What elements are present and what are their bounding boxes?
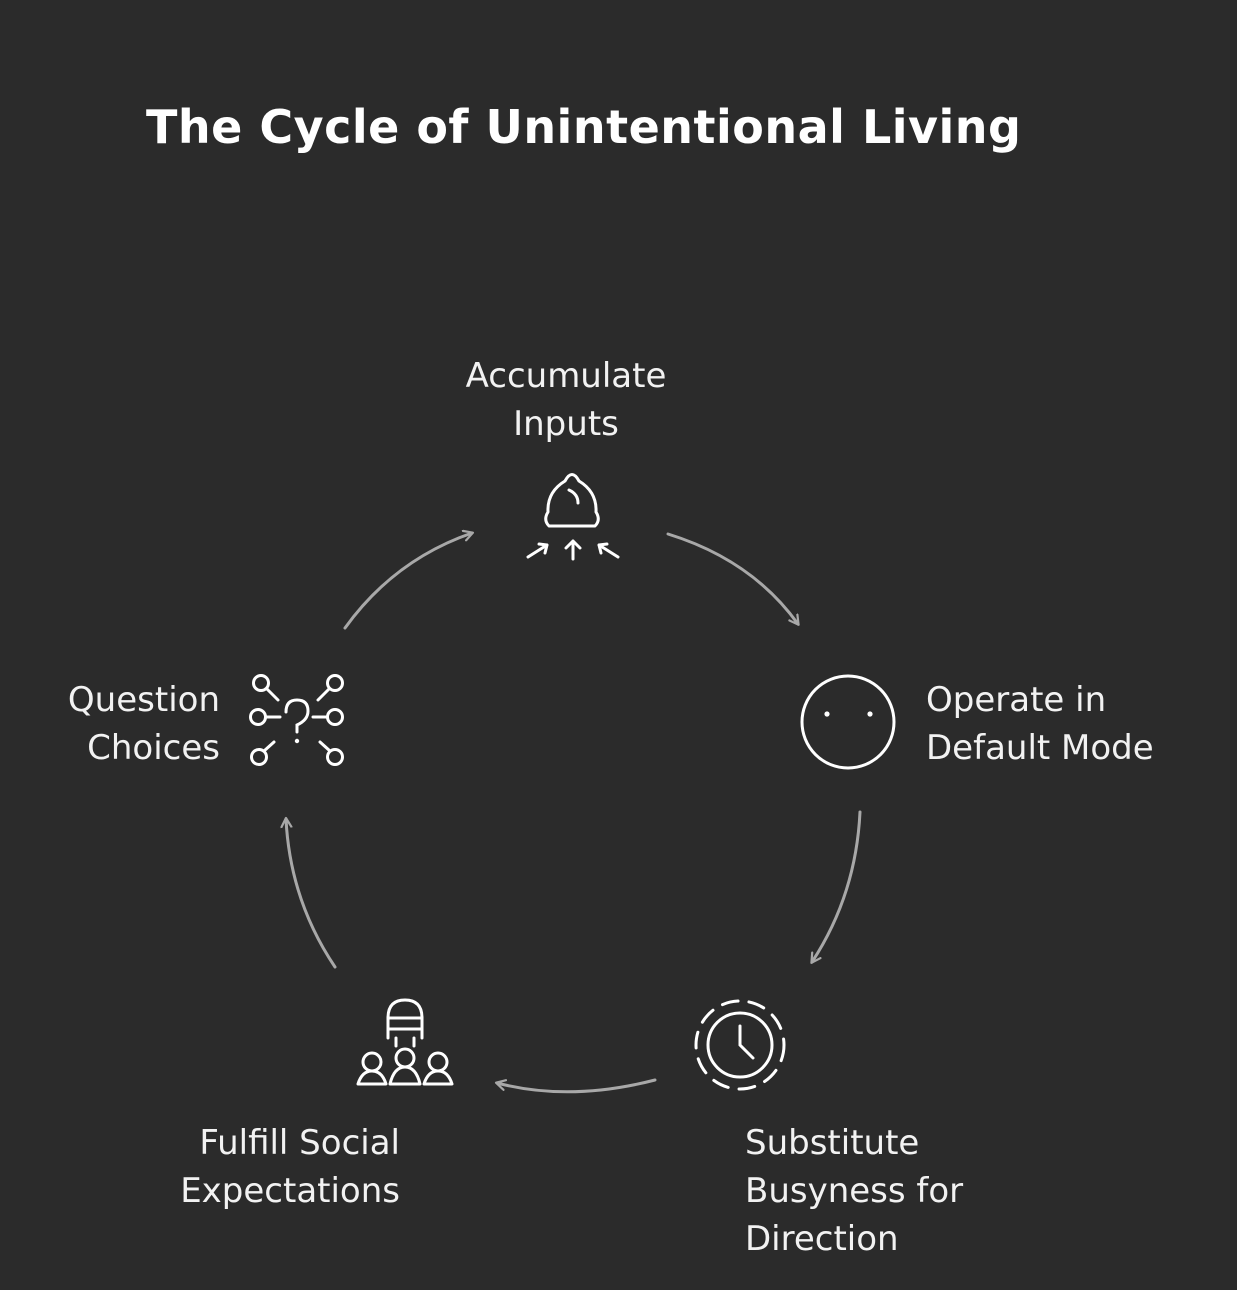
page-title: The Cycle of Unintentional Living <box>146 100 1022 154</box>
group-people-icon <box>356 998 454 1086</box>
sack-with-incoming-arrows-icon <box>526 473 620 561</box>
step-label-line: Direction <box>745 1219 899 1259</box>
step-label-line: Operate in <box>926 680 1107 720</box>
step-label-line: Accumulate <box>465 356 667 396</box>
neutral-face-icon <box>800 674 896 770</box>
clock-icon <box>694 999 786 1091</box>
arrow-fulfill-to-question <box>286 819 337 969</box>
step-label-fulfill-social-expectations: Fulfill Social Expectations <box>120 1119 400 1215</box>
arrow-question-to-accumulate <box>343 533 472 630</box>
step-label-line: Choices <box>87 728 220 768</box>
step-label-line: Busyness for <box>745 1171 964 1211</box>
step-label-accumulate-inputs: Accumulate Inputs <box>416 352 716 448</box>
step-label-line: Inputs <box>513 404 619 444</box>
step-label-line: Default Mode <box>926 728 1154 768</box>
step-label-line: Fulfill Social <box>199 1123 400 1163</box>
step-label-line: Expectations <box>180 1171 400 1211</box>
step-label-operate-default-mode: Operate in Default Mode <box>926 676 1216 772</box>
step-label-question-choices: Question Choices <box>20 676 220 772</box>
step-label-line: Substitute <box>745 1123 920 1163</box>
step-label-line: Question <box>67 680 220 720</box>
arrow-operate-to-substitute <box>812 810 862 962</box>
step-label-substitute-busyness: Substitute Busyness for Direction <box>745 1119 1035 1263</box>
arrow-substitute-to-fulfill <box>497 1078 657 1094</box>
arrow-accumulate-to-operate <box>666 532 798 624</box>
question-branches-icon <box>249 674 344 766</box>
